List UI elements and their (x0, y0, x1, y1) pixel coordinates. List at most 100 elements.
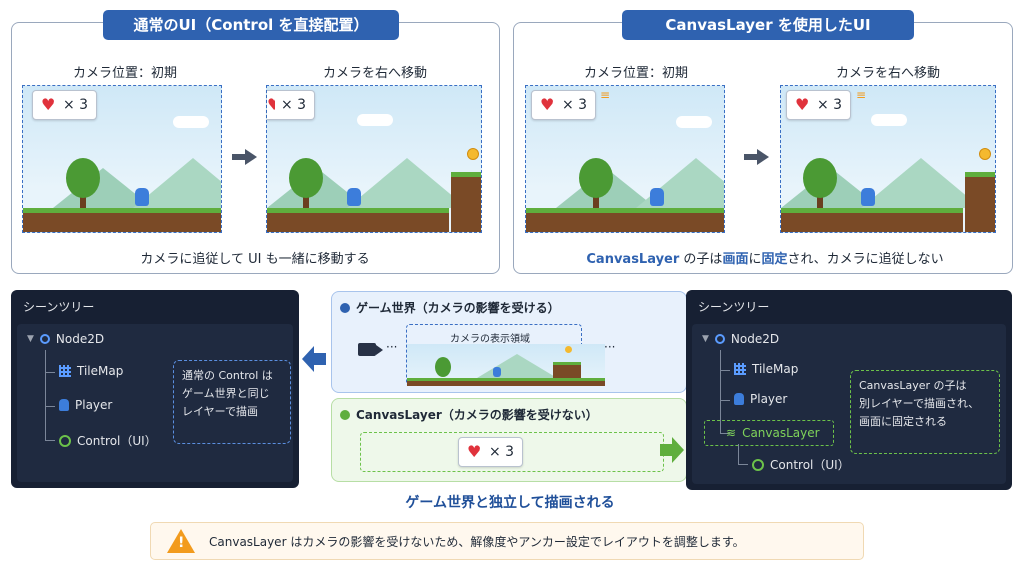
scene-tree-left: シーンツリー ▼ Node2D TileMap Player Control（U… (11, 290, 299, 488)
node-label: TileMap (77, 364, 124, 378)
ground (267, 208, 449, 232)
independent-caption: ゲーム世界と独立して描画される (405, 495, 615, 511)
warning-banner: ! CanvasLayer はカメラの影響を受けないため、解像度やアンカー設定で… (150, 522, 864, 560)
tree-icon (289, 158, 323, 198)
heart-icon: ♥ (41, 95, 56, 114)
collapse-arrow-icon: ▼ (27, 334, 34, 344)
tree-connector (45, 406, 55, 407)
tree-icon (579, 158, 613, 198)
raised-block (965, 172, 995, 232)
left-after-label: カメラを右へ移動 (322, 66, 427, 81)
fixed-sparkle-icon: ≡ (856, 88, 867, 102)
node-label: Node2D (730, 332, 780, 346)
left-hud-before: ♥ × 3 (32, 90, 98, 120)
caption-text: され、カメラに追従しない (787, 252, 944, 267)
tree-connector (738, 464, 748, 465)
tree-connector (720, 400, 730, 401)
caption-highlight-screen: 画面 (722, 252, 749, 267)
caption-highlight-fixed: 固定 (761, 252, 788, 267)
node-label: CanvasLayer (742, 426, 820, 440)
arrow-shaft (232, 154, 246, 160)
mountain (861, 158, 981, 208)
hud-count: × 3 (817, 97, 843, 113)
arrow-shaft (744, 154, 758, 160)
node-label: Control（UI） (77, 434, 157, 448)
arrow-right-icon (757, 149, 769, 165)
node-control[interactable]: Control（UI） (59, 432, 157, 449)
cloud (871, 114, 907, 126)
tilemap-icon (59, 365, 71, 377)
node-node2d[interactable]: ▼ Node2D (702, 332, 779, 346)
right-before-label: カメラ位置：初期 (583, 66, 688, 81)
normal-ui-title: 通常のUI（Control を直接配置） (103, 10, 399, 40)
canvaslayer-hud: ♥ × 3 (458, 437, 524, 467)
node-label: TileMap (752, 362, 799, 376)
tree-connector (720, 433, 730, 434)
caption-canvaslayer: CanvasLayer (586, 252, 680, 267)
node-player[interactable]: Player (734, 392, 787, 406)
collapse-arrow-icon: ▼ (702, 334, 709, 344)
tree-trunk (80, 196, 86, 210)
scene-tree-note: 通常の Control は ゲーム世界と同じ レイヤーで描画 (173, 360, 291, 444)
scene-tree-body (692, 324, 1006, 484)
node-control[interactable]: Control（UI） (752, 456, 850, 473)
tree-connector (45, 350, 46, 440)
right-hud-before: ♥ × 3 (531, 90, 597, 120)
ground (781, 208, 963, 232)
ground (526, 208, 724, 232)
scene-tree-title: シーンツリー (698, 300, 770, 314)
ground (407, 378, 605, 386)
player-icon (59, 399, 69, 411)
node-label: Control（UI） (770, 458, 850, 472)
warning-text: CanvasLayer はカメラの影響を受けないため、解像度やアンカー設定でレイ… (209, 534, 745, 549)
tree-connector (720, 370, 730, 371)
tree-trunk (303, 196, 309, 210)
caption-text: に (748, 252, 762, 267)
player-icon (734, 393, 744, 405)
tree-connector (45, 440, 55, 441)
player-icon (493, 367, 501, 377)
left-before-label: カメラ位置：初期 (72, 66, 177, 81)
right-after-label: カメラを右へ移動 (835, 66, 940, 81)
tree-connector (45, 372, 55, 373)
node-canvaslayer[interactable]: ≋ CanvasLayer (726, 426, 820, 440)
camera-view-label: カメラの表示領域 (450, 334, 530, 345)
ellipsis-left: ··· (386, 340, 398, 354)
note-line: ゲーム世界と同じ (182, 387, 270, 400)
coin-icon (565, 346, 572, 353)
mini-scene (407, 344, 605, 386)
arrow-right-green-icon (660, 437, 684, 463)
right-scene-before (525, 85, 725, 233)
fixed-sparkle-icon: ≡ (600, 88, 611, 102)
cloud (676, 116, 712, 128)
mountain (477, 354, 557, 378)
canvaslayer-dot (340, 409, 350, 420)
heart-icon: ♥ (267, 98, 275, 112)
tree-connector (738, 444, 739, 464)
ellipsis-right: ··· (604, 340, 616, 354)
control-icon (752, 458, 764, 471)
tree-connector (720, 350, 721, 434)
node-player[interactable]: Player (59, 398, 112, 412)
tilemap-icon (734, 363, 746, 375)
node-node2d[interactable]: ▼ Node2D (27, 332, 104, 346)
hud-count: × 3 (489, 444, 515, 460)
tree-trunk (817, 196, 823, 210)
tree-trunk (593, 196, 599, 210)
node2d-icon (39, 334, 50, 344)
hud-count: × 3 (562, 97, 588, 113)
node-tilemap[interactable]: TileMap (59, 364, 123, 378)
coin-icon (467, 148, 479, 160)
mountain (347, 158, 467, 208)
game-world-heading: ゲーム世界（カメラの影響を受ける） (340, 299, 560, 316)
node-tilemap[interactable]: TileMap (734, 362, 798, 376)
cloud (357, 114, 393, 126)
left-hud-after-clipped: ♥ × 3 (267, 90, 316, 120)
node-label: Player (75, 398, 113, 412)
heading-text: ゲーム世界（カメラの影響を受ける） (356, 301, 560, 315)
scene-tree-note: CanvasLayer の子は 別レイヤーで描画され、 画面に固定される (850, 370, 1000, 454)
right-scene-after (780, 85, 996, 233)
cloud (173, 116, 209, 128)
raised-block (451, 172, 481, 232)
note-line: CanvasLayer の子は (859, 379, 967, 392)
